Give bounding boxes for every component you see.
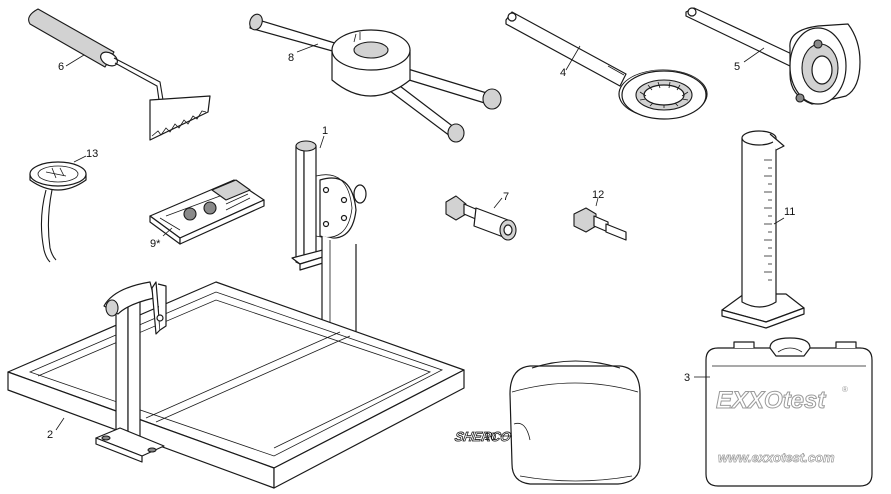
case-url: www.exxotest.com xyxy=(718,450,835,465)
callout-leader-7 xyxy=(493,197,503,209)
case-brand-logo: EXXOtest xyxy=(716,387,826,414)
tool-11-graduated-cylinder xyxy=(721,130,805,329)
case-brand-registered-mark: ® xyxy=(842,385,848,394)
bag-brand-logo: SHERCO xyxy=(454,429,512,444)
callout-8: 8 xyxy=(288,52,294,64)
tool-5-holding-wrench xyxy=(685,7,861,105)
tool-4-pin-spanner xyxy=(505,11,708,120)
callout-leader-4 xyxy=(565,45,581,71)
callout-leader-8 xyxy=(296,43,319,53)
callout-2: 2 xyxy=(47,429,53,441)
tool-1-stand-fixture xyxy=(291,140,367,341)
callout-leader-5 xyxy=(743,47,765,63)
tool-6-clutch-holder xyxy=(28,8,211,141)
tool-8-flywheel-puller xyxy=(249,13,502,143)
callout-1: 1 xyxy=(322,125,328,137)
item-9-manual-booklet xyxy=(149,179,265,245)
callout-7: 7 xyxy=(503,191,509,203)
item-10-tool-bag: SHERCO xyxy=(453,360,641,485)
callout-5: 5 xyxy=(734,61,740,73)
callout-leader-1 xyxy=(319,135,325,149)
callout-13: 13 xyxy=(86,148,98,160)
callout-leader-12 xyxy=(595,197,599,207)
callout-leader-2 xyxy=(55,417,65,431)
tool-2-stand-base xyxy=(7,281,465,489)
tool-7-adapter xyxy=(445,195,517,241)
callout-leader-6 xyxy=(65,54,85,67)
callout-9: 9* xyxy=(150,238,161,250)
callout-6: 6 xyxy=(58,61,64,73)
item-3-tester-case: EXXOtest ® www.exxotest.com xyxy=(705,337,873,487)
callout-4: 4 xyxy=(560,67,566,79)
tool-12-locking-pin xyxy=(573,207,627,241)
tool-13-pressure-gauge xyxy=(29,161,87,263)
callout-leader-13 xyxy=(73,155,87,163)
callout-10: 10 xyxy=(484,431,496,443)
callout-11: 11 xyxy=(784,206,795,218)
callout-leader-9 xyxy=(162,227,173,237)
callout-12: 12 xyxy=(592,189,604,201)
callout-3: 3 xyxy=(684,372,690,384)
callout-leader-11 xyxy=(773,217,785,225)
